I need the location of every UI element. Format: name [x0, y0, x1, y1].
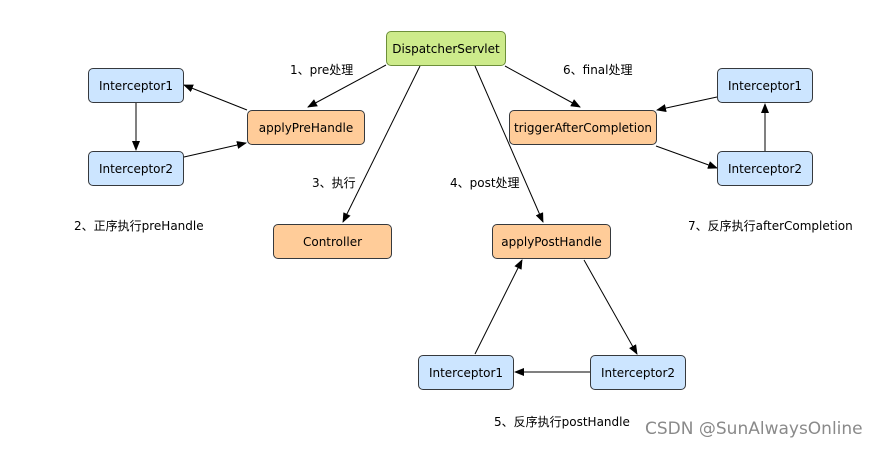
watermark: CSDN @SunAlwaysOnline [645, 419, 863, 439]
final-interceptor1-node: Interceptor1 [717, 68, 813, 103]
step1-label: 1、pre处理 [290, 63, 354, 77]
post-interceptor2-node: Interceptor2 [590, 355, 686, 390]
edge-dispatcher-to-trigger-after-completion [504, 65, 581, 108]
apply-pre-handle-node: applyPreHandle [247, 110, 365, 145]
edge-apply-post-handle-to-interceptor2 [583, 259, 638, 355]
edge-pre-interceptor2-to-apply-pre-handle [183, 141, 247, 158]
edge-final-interceptor1-to-trigger-after-completion [656, 96, 718, 113]
apply-post-handle-node: applyPostHandle [492, 224, 611, 259]
edge-dispatcher-to-apply-pre-handle [307, 64, 387, 108]
step3-label: 3、执行 [312, 176, 356, 190]
trigger-after-completion-node: triggerAfterCompletion [509, 110, 657, 145]
edge-post-interceptor1-to-apply-post-handle [474, 259, 523, 355]
edge-apply-pre-handle-to-interceptor1 [183, 84, 248, 111]
step2-label: 2、正序执行preHandle [74, 219, 204, 233]
step5-label: 5、反序执行postHandle [494, 415, 630, 429]
post-interceptor1-node: Interceptor1 [418, 355, 514, 390]
edge-dispatcher-to-apply-post-handle [474, 65, 544, 223]
final-interceptor2-node: Interceptor2 [717, 151, 813, 186]
edge-trigger-after-completion-to-interceptor2 [655, 145, 718, 169]
pre-interceptor2-node: Interceptor2 [88, 151, 184, 186]
step4-label: 4、post处理 [450, 176, 520, 190]
step7-label: 7、反序执行afterCompletion [688, 219, 853, 233]
controller-node: Controller [273, 224, 392, 259]
dispatcher-servlet-node: DispatcherServlet [386, 31, 506, 66]
edge-dispatcher-to-controller [342, 65, 421, 223]
pre-interceptor1-node: Interceptor1 [88, 68, 184, 103]
step6-label: 6、final处理 [563, 63, 633, 77]
